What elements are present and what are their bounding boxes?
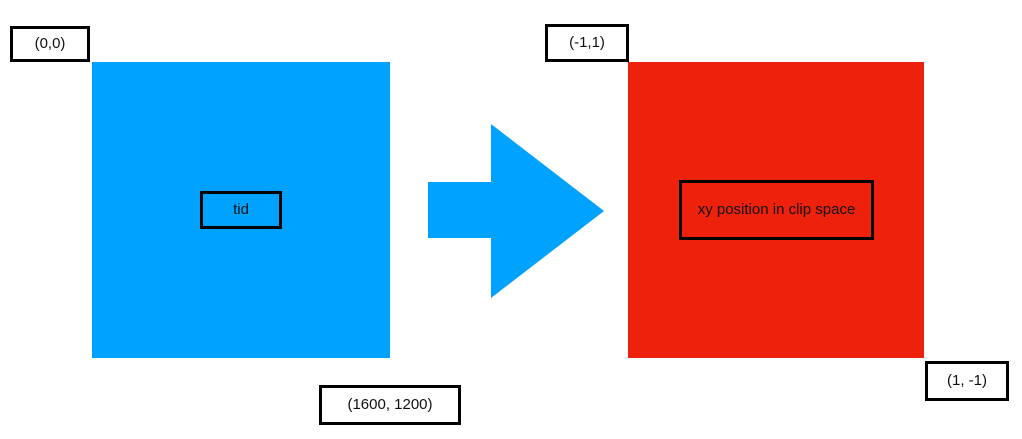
target-square: xy position in clip space [628, 62, 924, 358]
target-top-left-label: (-1,1) [545, 24, 629, 62]
target-center-label: xy position in clip space [679, 180, 874, 240]
source-top-left-label: (0,0) [10, 26, 90, 62]
right-arrow-icon [428, 124, 604, 298]
target-bottom-right-label: (1, -1) [925, 361, 1009, 401]
source-square: tid [92, 62, 390, 358]
source-bottom-right-label: (1600, 1200) [319, 385, 461, 425]
source-center-label: tid [200, 191, 282, 229]
